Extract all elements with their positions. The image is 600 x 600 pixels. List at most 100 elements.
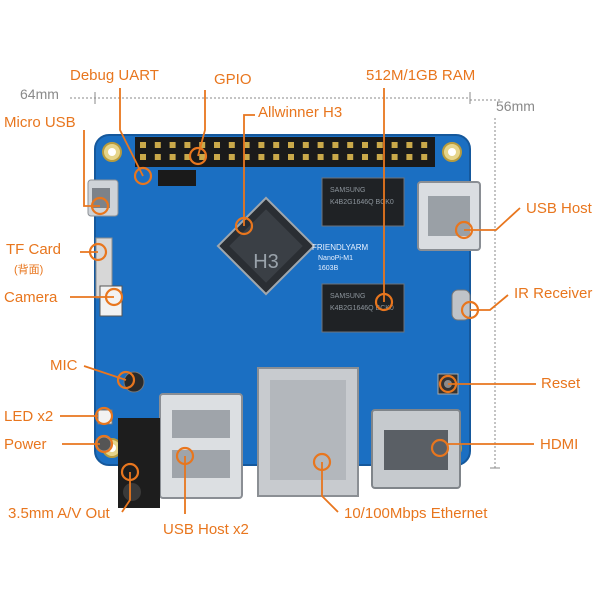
ram-chip-top: SAMSUNG K4B2G1646Q BCK0 xyxy=(321,177,405,227)
callout-marker xyxy=(94,434,114,454)
gpio-pin xyxy=(406,154,413,160)
debug-uart-header xyxy=(158,170,196,186)
label-reset: Reset xyxy=(541,375,581,392)
gpio-pin xyxy=(154,154,161,160)
callout-line xyxy=(121,472,131,513)
gpio-pin xyxy=(288,142,294,148)
callout-line xyxy=(243,114,255,226)
gpio-pin xyxy=(362,142,368,148)
callout-marker xyxy=(88,242,108,262)
gpio-pin xyxy=(332,154,339,160)
gpio-pin xyxy=(391,154,398,160)
gpio-pin xyxy=(288,154,294,160)
gpio-pin xyxy=(317,154,324,160)
label-power: Power xyxy=(4,436,47,453)
gpio-pin xyxy=(362,154,368,160)
callout-marker xyxy=(438,374,458,394)
gpio-pin xyxy=(184,142,191,148)
label-usb-host-x2: USB Host x2 xyxy=(163,521,249,538)
callout-line xyxy=(464,207,521,231)
ram-chip-bottom: SAMSUNG K4B2G1646Q BCK0 xyxy=(321,283,405,333)
label-usb-host: USB Host xyxy=(526,200,592,217)
gpio-pin xyxy=(376,142,383,148)
gpio-pin xyxy=(214,142,220,148)
gpio-pin xyxy=(273,154,280,160)
callout-marker xyxy=(104,287,124,307)
gpio-pin xyxy=(347,142,354,148)
callout-marker xyxy=(234,216,254,236)
dimension-lines xyxy=(70,92,500,469)
svg-text:NanoPi-M1: NanoPi-M1 xyxy=(318,255,353,262)
callout-line xyxy=(119,88,144,177)
soc-mark: H3 xyxy=(253,251,279,273)
label-av-out: 3.5mm A/V Out xyxy=(8,505,110,522)
callout-marker xyxy=(116,370,136,390)
gpio-pin xyxy=(258,154,265,160)
gpio-pin xyxy=(243,142,250,148)
callout-marker xyxy=(120,462,140,482)
label-micro-usb: Micro USB xyxy=(4,114,76,131)
label-ethernet: 10/100Mbps Ethernet xyxy=(344,505,488,522)
gpio-pin xyxy=(140,142,146,148)
dimension-width: 64mm xyxy=(20,86,59,102)
gpio-pin xyxy=(199,142,206,148)
gpio-pin xyxy=(302,142,309,148)
gpio-pin xyxy=(347,154,354,160)
gpio-pin xyxy=(421,154,428,160)
callout-marker xyxy=(94,406,114,426)
gpio-pin xyxy=(273,142,280,148)
svg-text:1603B: 1603B xyxy=(318,265,339,272)
svg-text:SAMSUNG: SAMSUNG xyxy=(330,293,365,300)
gpio-pin xyxy=(228,142,235,148)
gpio-pin xyxy=(406,142,413,148)
gpio-pin xyxy=(391,142,398,148)
label-ram: 512M/1GB RAM xyxy=(366,67,476,84)
callout-marker xyxy=(175,446,195,466)
callout-marker xyxy=(430,438,450,458)
gpio-pin xyxy=(243,154,250,160)
callout-marker xyxy=(312,452,332,472)
gpio-pin xyxy=(302,154,309,160)
gpio-pin xyxy=(199,154,206,160)
label-gpio: GPIO xyxy=(214,71,252,88)
label-hdmi: HDMI xyxy=(540,436,579,453)
label-led: LED x2 xyxy=(4,408,54,425)
gpio-pin xyxy=(228,154,235,160)
gpio-pin xyxy=(154,142,161,148)
gpio-pin xyxy=(258,142,265,148)
label-mic: MIC xyxy=(50,357,78,374)
callout-marker xyxy=(454,220,474,240)
callout-marker xyxy=(133,166,153,186)
gpio-pin xyxy=(376,154,383,160)
label-camera: Camera xyxy=(4,289,58,306)
gpio-pin xyxy=(332,142,339,148)
callout-lines xyxy=(60,88,536,514)
label-tf-card-note: (背面) xyxy=(14,264,44,276)
callout-marker xyxy=(374,292,394,312)
gpio-pin xyxy=(184,154,191,160)
gpio-pin xyxy=(169,154,176,160)
callout-line xyxy=(470,294,509,311)
label-allwinner: Allwinner H3 xyxy=(258,104,343,121)
allwinner-h3-chip xyxy=(216,196,316,296)
gpio-pin xyxy=(421,142,428,148)
gpio-pin xyxy=(140,154,146,160)
gpio-pin xyxy=(317,142,324,148)
dimension-height: 56mm xyxy=(496,98,535,114)
svg-text:K4B2G1646Q BCK0: K4B2G1646Q BCK0 xyxy=(330,199,394,206)
callout-line xyxy=(83,130,100,207)
gpio-pin xyxy=(214,154,220,160)
callout-marker xyxy=(90,196,110,216)
callout-marker xyxy=(460,300,480,320)
ir-receiver xyxy=(451,289,471,321)
gpio-pin xyxy=(169,142,176,148)
label-ir-receiver: IR Receiver xyxy=(514,285,593,302)
usb-host-x2-port xyxy=(159,393,243,499)
svg-text:K4B2G1646Q BCK0: K4B2G1646Q BCK0 xyxy=(330,305,394,312)
label-tf-card: TF Card xyxy=(6,241,62,258)
callout-marker xyxy=(188,146,208,166)
callout-line xyxy=(321,462,339,513)
label-debug-uart: Debug UART xyxy=(70,67,159,84)
